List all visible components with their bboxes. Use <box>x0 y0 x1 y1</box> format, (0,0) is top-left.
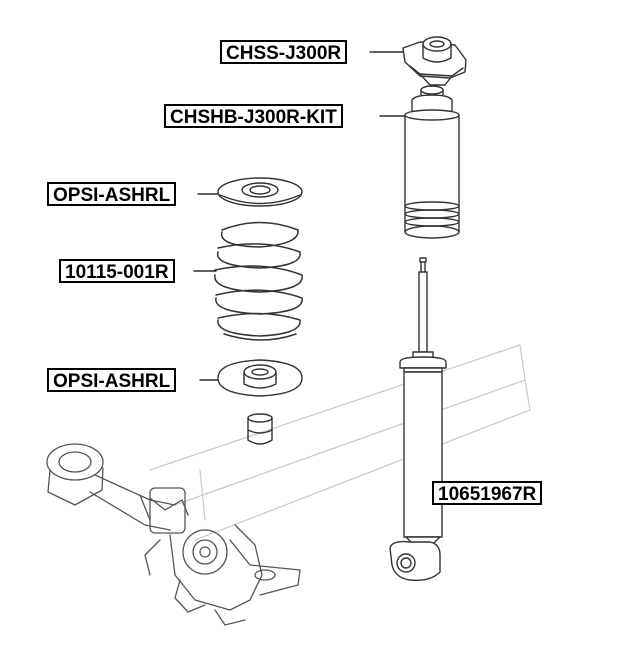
axle-beam <box>149 344 531 541</box>
top-mount-label: CHSS-J300R <box>220 40 348 64</box>
dust-boot <box>404 85 460 239</box>
shock-absorber <box>389 257 447 582</box>
bump-stop <box>247 413 273 445</box>
upper-spring-pad-label: OPSI-ASHRL <box>47 182 177 206</box>
top-mount <box>402 36 467 86</box>
dust-boot-kit-label: CHSHB-J300R-KIT <box>164 104 343 128</box>
coil-spring-label: 10115-001R <box>59 259 175 283</box>
trailing-arm-hub <box>46 443 301 626</box>
upper-spring-pad <box>217 177 303 207</box>
coil-spring <box>214 221 303 341</box>
lower-spring-pad-label: OPSI-ASHRL <box>47 368 177 392</box>
lower-spring-pad <box>217 359 303 397</box>
shock-absorber-label: 10651967R <box>432 481 543 505</box>
